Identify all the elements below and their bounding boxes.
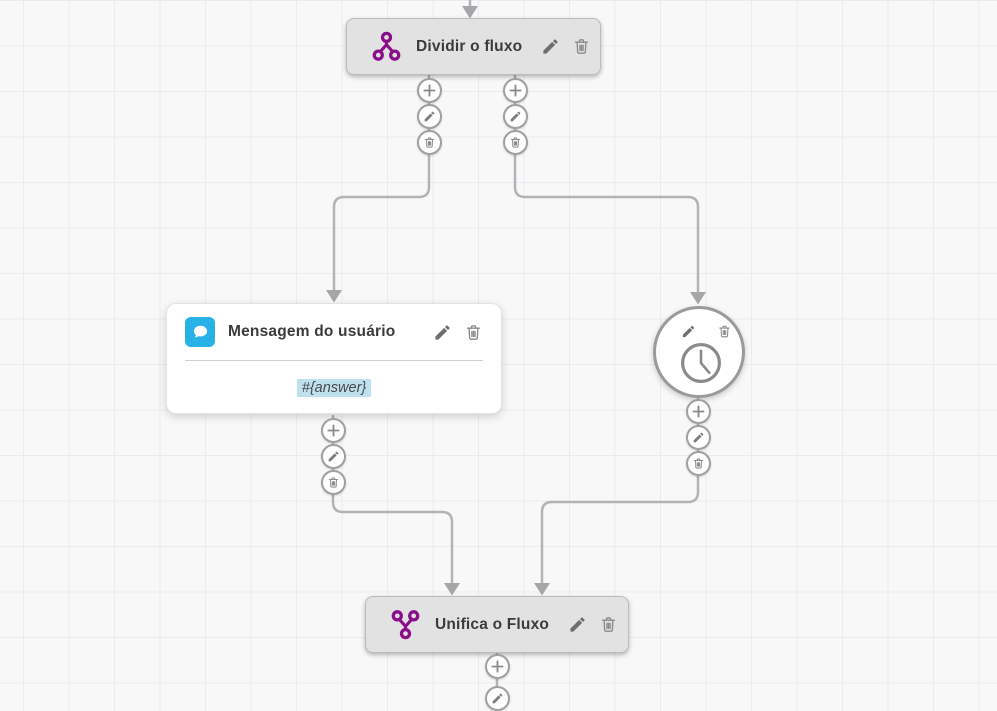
edge-split-to-user-message [332,75,431,290]
edge-user-message-to-merge [331,415,454,583]
delete-connection-button[interactable] [685,451,711,476]
node-title: Dividir o fluxo [416,37,523,55]
delete-connection-button[interactable] [416,129,442,155]
edit-pencil-icon[interactable] [567,615,587,635]
add-step-button[interactable] [484,653,510,679]
arrowhead-icon [690,292,706,305]
delete-connection-button[interactable] [502,129,528,155]
edit-pencil-icon[interactable] [432,322,452,342]
arrowhead-icon [534,583,550,596]
node-title: Unifica o Fluxo [435,615,550,633]
node-header: Mensagem do usuário [167,304,501,360]
trash-icon[interactable] [716,323,732,339]
node-title: Mensagem do usuário [228,323,396,340]
add-step-button[interactable] [416,77,442,103]
arrowhead-icon [326,290,342,303]
add-step-button[interactable] [320,418,346,443]
edit-connection-button[interactable] [320,444,346,469]
edit-connection-button[interactable] [685,425,711,450]
trash-icon[interactable] [571,37,591,57]
edge-split-to-timer [513,75,700,292]
node-body: #{answer} [167,361,501,414]
node-split-flow[interactable]: Dividir o fluxo [346,18,601,75]
delete-connection-button[interactable] [320,470,346,495]
node-merge-flow[interactable]: Unifica o Fluxo [365,596,629,653]
node-timer[interactable] [653,306,745,398]
edit-connection-button[interactable] [416,103,442,129]
merge-icon [390,608,421,641]
chat-bubble-icon [185,317,215,347]
split-icon [371,30,402,63]
add-step-button[interactable] [502,77,528,103]
edit-pencil-icon[interactable] [680,323,696,339]
clock-icon [679,341,723,385]
edge-timer-to-merge [540,398,700,583]
edit-connection-button[interactable] [502,103,528,129]
add-step-button[interactable] [685,398,711,424]
arrowhead-icon [444,583,460,596]
trash-icon[interactable] [463,322,483,342]
edit-connection-button[interactable] [484,686,510,711]
node-user-message[interactable]: Mensagem do usuário #{answer} [166,303,502,414]
trash-icon[interactable] [598,615,618,635]
variable-chip[interactable]: #{answer} [296,378,372,397]
divider [185,360,483,361]
edit-pencil-icon[interactable] [540,37,560,57]
arrowhead-icon [462,6,478,19]
